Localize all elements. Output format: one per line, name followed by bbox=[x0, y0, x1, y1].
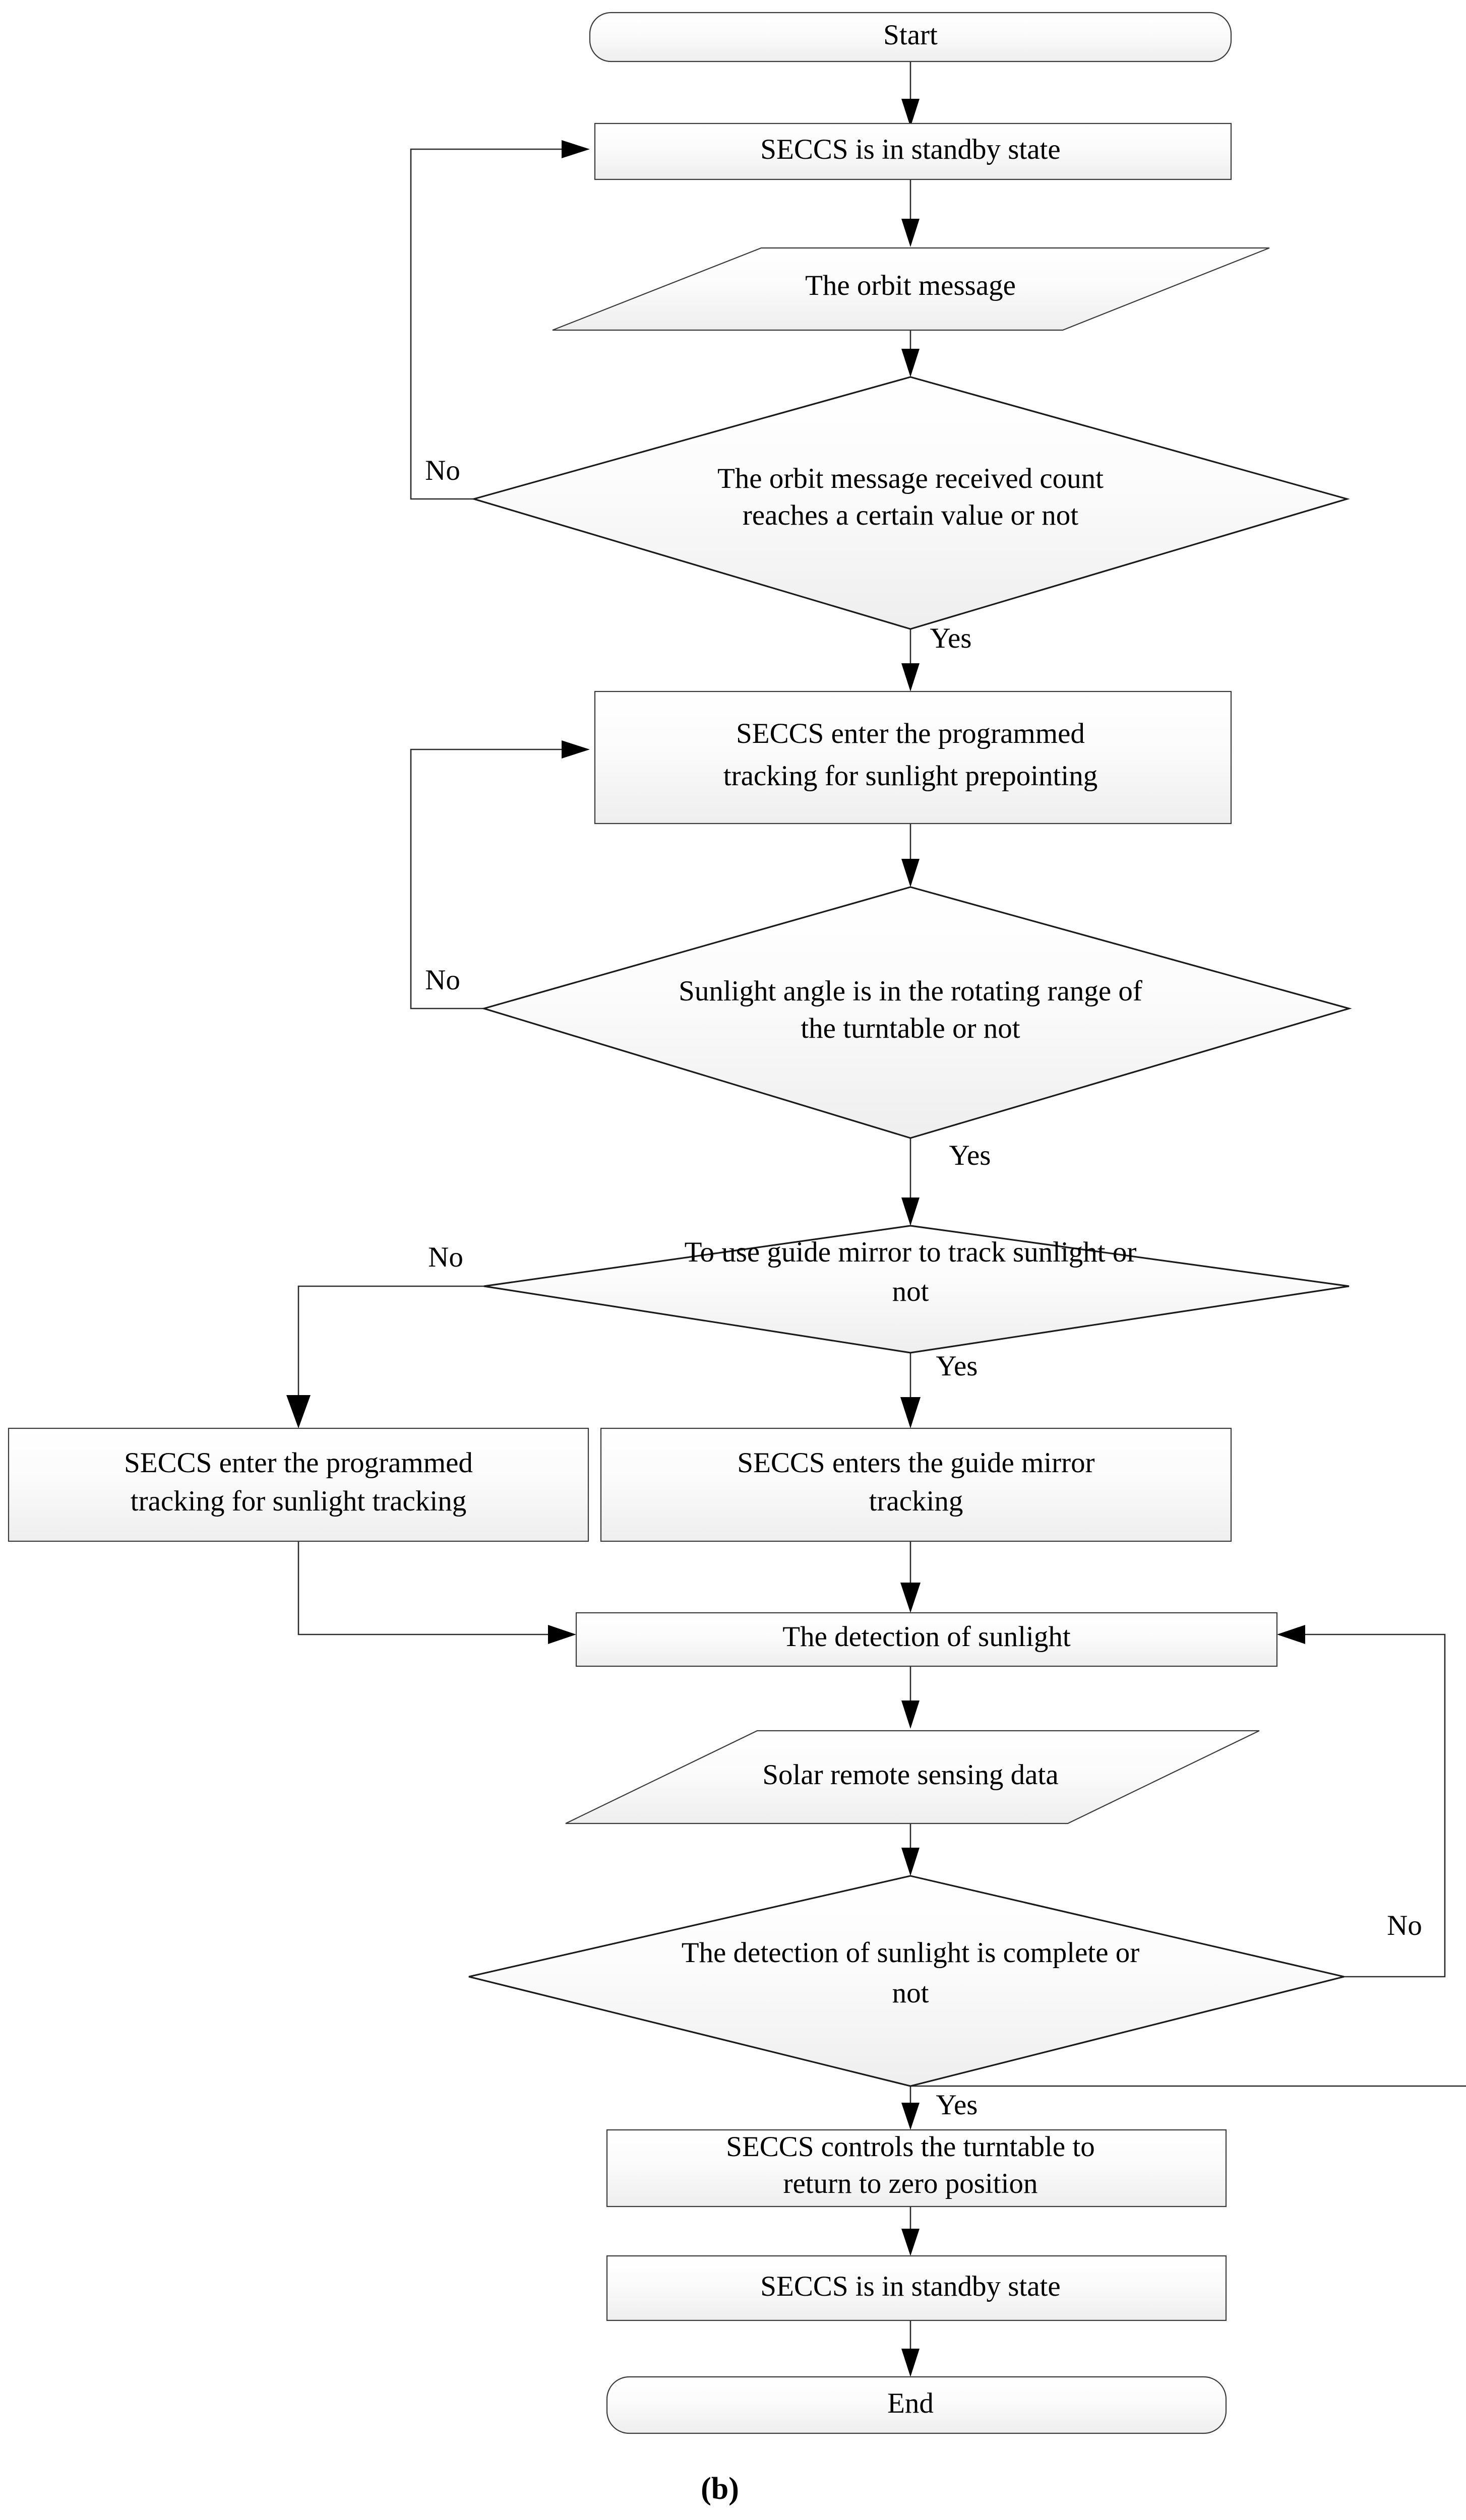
arrowhead-guidemirror-yes-to-mirrortrack bbox=[900, 1397, 921, 1428]
node-end[interactable]: End bbox=[606, 2376, 1227, 2434]
arrowhead-anglerange-no-to-prepoint bbox=[562, 740, 590, 759]
detectdone-label-line2: not bbox=[892, 1977, 929, 2009]
edge-label-orbitcount-no: No bbox=[425, 455, 460, 486]
end-shape[interactable] bbox=[606, 2376, 1227, 2434]
edge-progtrack-to-detect bbox=[297, 1541, 559, 1635]
detect-label: The detection of sunlight bbox=[782, 1621, 1071, 1653]
arrowhead-prepoint-to-anglerange bbox=[901, 859, 920, 887]
anglerange-label-line2: the turntable or not bbox=[801, 1013, 1020, 1044]
arrowhead-mirrortrack-to-detect bbox=[900, 1583, 921, 1613]
mirrortrack-shape[interactable] bbox=[600, 1427, 1232, 1542]
solardata-label: Solar remote sensing data bbox=[762, 1759, 1058, 1791]
arrowhead-orbitmsg-to-orbitcount bbox=[901, 349, 920, 377]
node-progtrack[interactable]: SECCS enter the programmed tracking for … bbox=[8, 1427, 589, 1542]
edge-guidemirror-no-to-progtrack bbox=[297, 1285, 484, 1411]
arrowhead-anglerange-yes-to-guidemirror bbox=[901, 1198, 920, 1226]
standby2-label: SECCS is in standby state bbox=[760, 2271, 1060, 2302]
node-mirrortrack[interactable]: SECCS enters the guide mirror tracking bbox=[600, 1427, 1232, 1542]
edge-detectdone-yes-to-returnzero bbox=[909, 2085, 1466, 2126]
edge-label-guidemirror-yes: Yes bbox=[936, 1350, 978, 1382]
returnzero-shape[interactable] bbox=[606, 2129, 1227, 2208]
standby1-shape[interactable] bbox=[594, 122, 1232, 180]
anglerange-shape[interactable] bbox=[481, 886, 1352, 1139]
edge-label-anglerange-no: No bbox=[425, 964, 460, 996]
node-orbitcount[interactable]: The orbit message received count reaches… bbox=[471, 376, 1350, 630]
node-detect[interactable]: The detection of sunlight bbox=[575, 1612, 1278, 1667]
arrowhead-guidemirror-no-to-progtrack bbox=[286, 1395, 311, 1428]
solardata-shape[interactable] bbox=[565, 1730, 1260, 1824]
returnzero-label-line2: return to zero position bbox=[783, 2168, 1038, 2199]
detect-shape[interactable] bbox=[575, 1612, 1278, 1667]
arrowhead-detectdone-no-to-detect bbox=[1277, 1625, 1305, 1644]
arrowhead-returnzero-to-standby2 bbox=[901, 2229, 920, 2256]
node-orbitmsg[interactable]: The orbit message bbox=[552, 247, 1270, 331]
edge-detectdone-no-to-detect bbox=[1295, 1633, 1446, 1978]
guidemirror-label-line1: To use guide mirror to track sunlight or bbox=[685, 1236, 1137, 1268]
connector-layer bbox=[286, 61, 1466, 2377]
returnzero-label-line1: SECCS controls the turntable to bbox=[726, 2131, 1094, 2163]
prepoint-label-line1: SECCS enter the programmed bbox=[736, 718, 1085, 749]
progtrack-shape[interactable] bbox=[8, 1427, 589, 1542]
arrowhead-solardata-to-detectdone bbox=[901, 1848, 920, 1876]
arrowhead-detect-to-solardata bbox=[901, 1700, 920, 1729]
standby1-label: SECCS is in standby state bbox=[760, 134, 1060, 165]
figure-caption: (b) bbox=[701, 2472, 739, 2506]
arrowhead-detectdone-yes-to-returnzero bbox=[901, 2103, 920, 2130]
arrowhead-standby2-to-end bbox=[901, 2349, 920, 2377]
edge-label-guidemirror-no: No bbox=[428, 1241, 463, 1273]
node-prepoint[interactable]: SECCS enter the programmed tracking for … bbox=[594, 690, 1232, 825]
arrowhead-orbitcount-no-to-standby1 bbox=[562, 140, 590, 158]
orbitmsg-shape[interactable] bbox=[552, 247, 1270, 331]
arrowhead-progtrack-to-detect bbox=[548, 1625, 576, 1644]
orbitcount-label-line2: reaches a certain value or not bbox=[743, 499, 1078, 531]
node-anglerange[interactable]: Sunlight angle is in the rotating range … bbox=[481, 886, 1352, 1139]
standby2-shape[interactable] bbox=[606, 2255, 1227, 2321]
prepoint-label-line2: tracking for sunlight prepointing bbox=[723, 760, 1097, 792]
start-shape[interactable] bbox=[589, 12, 1232, 62]
progtrack-label-line1: SECCS enter the programmed bbox=[124, 1447, 473, 1479]
node-standby1[interactable]: SECCS is in standby state bbox=[594, 122, 1232, 180]
node-returnzero[interactable]: SECCS controls the turntable to return t… bbox=[606, 2129, 1227, 2208]
start-label: Start bbox=[883, 19, 938, 51]
node-detectdone[interactable]: The detection of sunlight is complete or… bbox=[468, 1875, 1345, 2087]
edge-label-detectdone-no: No bbox=[1387, 1910, 1422, 1941]
arrowhead-orbitcount-yes-to-prepoint bbox=[901, 663, 920, 691]
edge-anglerange-no-to-prepoint bbox=[410, 748, 572, 1010]
edge-label-detectdone-yes: Yes bbox=[936, 2089, 978, 2121]
anglerange-label-line1: Sunlight angle is in the rotating range … bbox=[679, 975, 1142, 1007]
guidemirror-label-line2: not bbox=[892, 1276, 929, 1307]
arrowhead-standby1-to-orbitmsg bbox=[901, 219, 920, 247]
mirrortrack-label-line2: tracking bbox=[869, 1485, 963, 1517]
edge-label-layer: No Yes No Yes No Yes No Yes bbox=[425, 455, 1422, 2121]
detectdone-label-line1: The detection of sunlight is complete or bbox=[682, 1937, 1140, 1969]
node-start[interactable]: Start bbox=[589, 12, 1232, 62]
edge-label-anglerange-yes: Yes bbox=[949, 1140, 991, 1171]
progtrack-label-line2: tracking for sunlight tracking bbox=[131, 1485, 466, 1517]
guidemirror-shape[interactable] bbox=[483, 1225, 1350, 1354]
edge-orbitcount-no-to-standby1 bbox=[410, 148, 572, 500]
node-solardata[interactable]: Solar remote sensing data bbox=[565, 1730, 1260, 1824]
prepoint-shape[interactable] bbox=[594, 690, 1232, 825]
node-guidemirror[interactable]: To use guide mirror to track sunlight or… bbox=[483, 1225, 1350, 1354]
edge-label-orbitcount-yes: Yes bbox=[930, 622, 972, 654]
end-label: End bbox=[887, 2387, 934, 2419]
orbitcount-shape[interactable] bbox=[471, 376, 1350, 630]
arrowhead-start-to-standby1 bbox=[901, 99, 920, 127]
orbitmsg-label: The orbit message bbox=[805, 270, 1016, 301]
orbitcount-label-line1: The orbit message received count bbox=[717, 463, 1104, 494]
node-standby2[interactable]: SECCS is in standby state bbox=[606, 2255, 1227, 2321]
mirrortrack-label-line1: SECCS enters the guide mirror bbox=[737, 1447, 1094, 1479]
detectdone-shape[interactable] bbox=[468, 1875, 1345, 2087]
